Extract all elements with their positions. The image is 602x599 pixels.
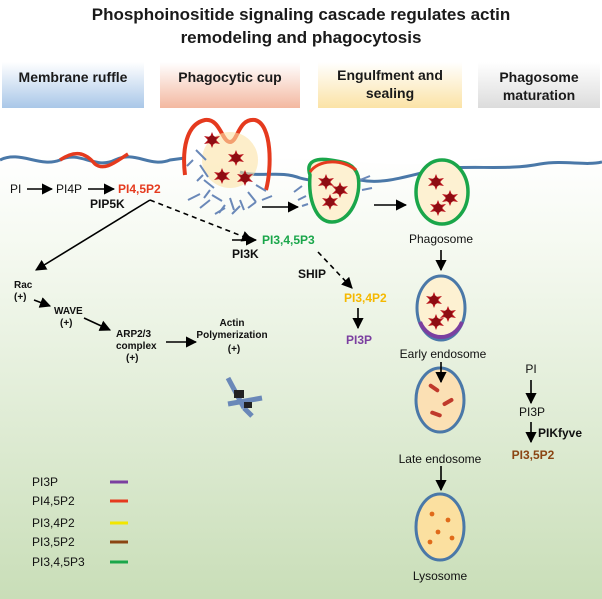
stage-membrane-ruffle-bar: [2, 62, 144, 108]
wave-label: WAVE: [54, 306, 83, 317]
ruffle-pi45p2: [59, 151, 129, 169]
wave-plus-label: (+): [60, 318, 73, 329]
phagocytic-cup: [182, 117, 273, 215]
stage-maturation-bar: [478, 62, 600, 108]
stage-label-phagosome: Phagosome: [499, 69, 579, 85]
arp-plus-label: (+): [126, 353, 139, 364]
pi3k-label: PI3K: [232, 247, 259, 261]
ship-label: SHIP: [298, 267, 326, 281]
stage-label-phagocytic-cup: Phagocytic cup: [178, 69, 281, 85]
pi4p-label: PI4P: [56, 182, 82, 196]
diagram-title-line1: Phosphoinositide signaling cascade regul…: [92, 5, 511, 24]
arrow-pi45p2-rac: [35, 199, 151, 271]
stage-engulfment-bar: [318, 62, 462, 108]
side-pi3p-label: PI3P: [519, 405, 545, 419]
pi-label: PI: [10, 182, 21, 196]
early-endosome-vesicle: [415, 274, 467, 342]
lysosome-label: Lysosome: [413, 569, 468, 583]
early-endosome-label: Early endosome: [400, 347, 487, 361]
stage-label-engulfment: Engulfment and: [337, 67, 443, 83]
actin-label-line2: Polymerization: [196, 330, 267, 341]
actin-plus-label: (+): [228, 344, 241, 355]
actin-filament-icon: [225, 376, 263, 418]
stage-label-membrane-ruffle: Membrane ruffle: [19, 69, 128, 85]
pip5k-label: PIP5K: [90, 197, 125, 211]
pi3p-label: PI3P: [346, 333, 372, 347]
pi345p3-label: PI3,4,5P3: [262, 233, 315, 247]
engulfment-vesicle: [293, 157, 373, 224]
stage-label-sealing: sealing: [366, 85, 414, 101]
stage-label-maturation: maturation: [503, 87, 575, 103]
arrow-rac-wave: [33, 297, 52, 308]
side-pi35p2-label: PI3,5P2: [512, 448, 555, 462]
arrow-wave-arp: [83, 317, 112, 331]
diagram-title-line2: remodeling and phagocytosis: [181, 28, 422, 47]
plasma-membrane-right: [239, 160, 602, 183]
pikfyve-label: PIKfyve: [538, 426, 582, 440]
legend-label-pi345p3: PI3,4,5P3: [32, 555, 85, 569]
actin-label-line1: Actin: [220, 318, 245, 329]
late-endosome-vesicle: [414, 366, 466, 434]
legend-label-pi35p2: PI3,5P2: [32, 535, 75, 549]
cytoplasm: [0, 153, 602, 599]
legend-label-pi3p: PI3P: [32, 475, 58, 489]
rac-plus-label: (+): [14, 292, 27, 303]
stage-phagocytic-cup-bar: [160, 62, 300, 108]
legend-label-pi34p2: PI3,4P2: [32, 516, 75, 530]
phagosome-label: Phagosome: [409, 232, 473, 246]
legend-label-pi45p2: PI4,5P2: [32, 494, 75, 508]
arp-label-line1: ARP2/3: [116, 329, 151, 340]
pi45p2-label: PI4,5P2: [118, 182, 161, 196]
rac-label: Rac: [14, 280, 33, 291]
late-endosome-label: Late endosome: [399, 452, 482, 466]
arrow-pi45p2-pi345p3: [149, 199, 254, 242]
maturation-arrows: [262, 199, 447, 492]
pi34p2-label: PI3,4P2: [344, 291, 387, 305]
arp-label-line2: complex: [116, 341, 157, 352]
lysosome-vesicle: [414, 492, 466, 562]
phagosome-vesicle: [414, 158, 470, 226]
side-pi-label: PI: [525, 362, 536, 376]
legend: PI3P PI4,5P2 PI3,4P2 PI3,5P2 PI3,4,5P3: [32, 475, 128, 569]
